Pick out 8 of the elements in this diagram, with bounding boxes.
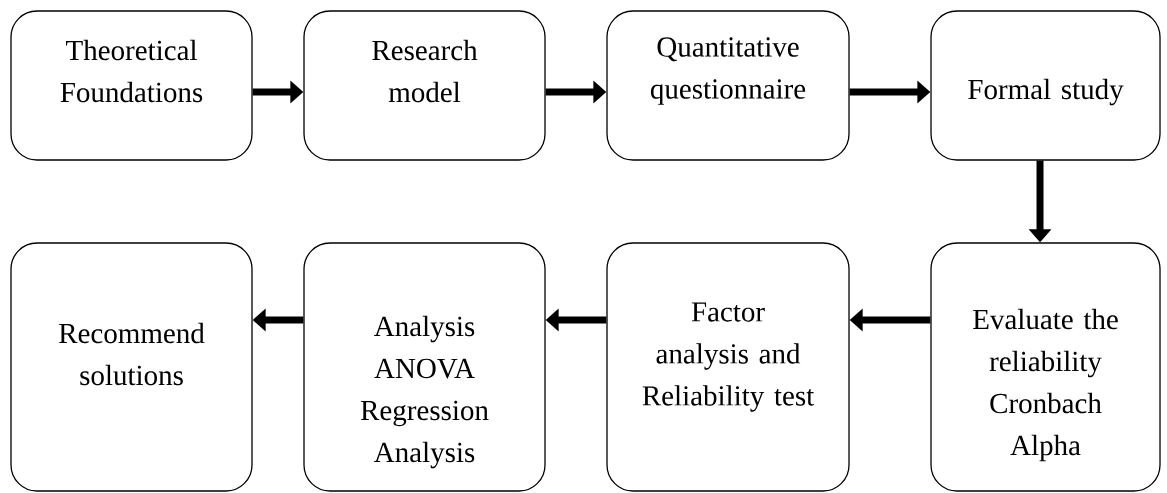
process-box: Research model (303, 10, 546, 161)
process-box: Recommend solutions (10, 242, 253, 492)
process-box: Analysis ANOVA Regression Analysis (303, 242, 546, 492)
process-box: Theoretical Foundations (10, 10, 253, 161)
process-box: Factor analysis and Reliability test (606, 242, 850, 492)
process-box: Formal study (930, 10, 1161, 161)
process-box: Evaluate the reliability Cronbach Alpha (930, 242, 1161, 492)
process-box: Quantitative questionnaire (606, 10, 850, 161)
